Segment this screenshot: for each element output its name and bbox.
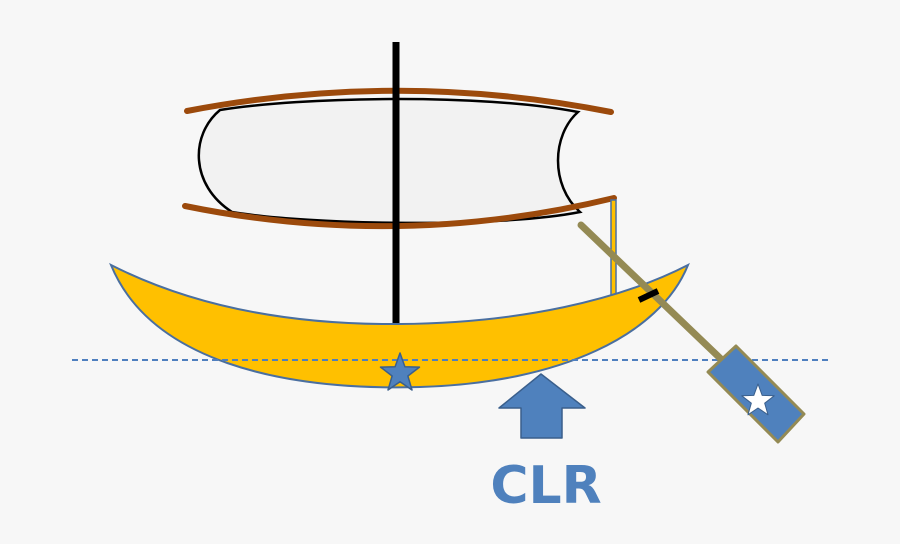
star-icon — [741, 383, 775, 416]
up-arrow-icon — [498, 373, 586, 439]
clr-label: CLR — [490, 456, 601, 516]
sail — [197, 97, 583, 225]
oarlock — [637, 288, 660, 303]
stern-post — [610, 199, 617, 299]
lower-yard — [182, 195, 617, 230]
star-icon — [379, 352, 421, 391]
hull — [109, 262, 690, 389]
